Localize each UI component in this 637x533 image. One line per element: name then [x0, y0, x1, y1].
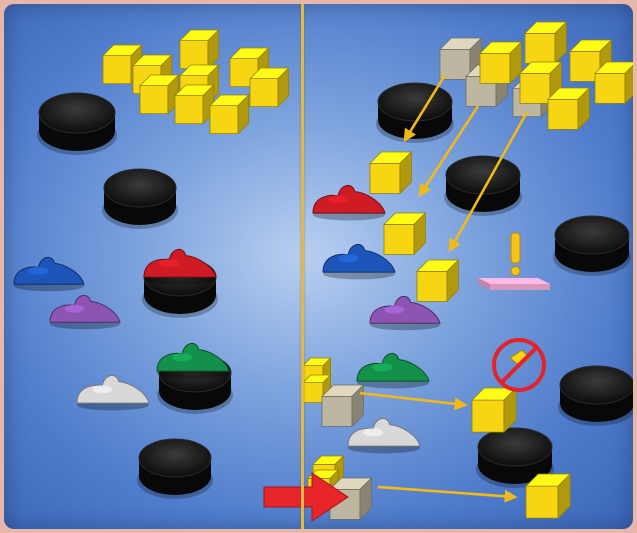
- cheese-cube: [594, 61, 633, 105]
- mouse-green: [156, 343, 230, 379]
- grey-cube: [321, 384, 365, 428]
- cheese-cube: [471, 387, 518, 434]
- puck: [37, 92, 117, 155]
- mouse-red: [143, 249, 217, 285]
- move-arrow: [359, 391, 468, 411]
- puck: [476, 427, 554, 488]
- right-panel: [263, 21, 633, 522]
- cheese-cube: [416, 259, 460, 303]
- red-arrow-icon: [263, 472, 349, 522]
- mouse-blue: [13, 256, 85, 292]
- puck: [558, 365, 633, 426]
- pink-tile: [478, 278, 550, 290]
- cheese-cube: [139, 74, 180, 115]
- move-arrow: [377, 485, 518, 503]
- puck: [102, 168, 178, 229]
- move-arrow: [403, 74, 447, 143]
- mouse-white: [347, 418, 421, 454]
- puck: [376, 82, 454, 143]
- puck: [157, 353, 233, 414]
- cheese-cube: [249, 67, 290, 108]
- cheese-cube: [525, 473, 572, 520]
- mouse-green: [356, 353, 430, 389]
- panel-divider: [301, 4, 304, 529]
- mouse-blue: [322, 244, 396, 280]
- rules-illustration: [4, 4, 633, 529]
- cheese-cube: [209, 94, 250, 135]
- puck: [137, 438, 213, 499]
- cheese-cube: [174, 84, 215, 125]
- cheese-cube: [369, 151, 413, 195]
- prohibited-icon: [492, 338, 546, 392]
- mouse-red: [312, 185, 386, 221]
- cheese-cube: [383, 212, 427, 256]
- puck: [444, 155, 522, 216]
- cheese-cube: [524, 21, 568, 65]
- left-panel: [13, 29, 290, 499]
- mouse-purple: [369, 295, 441, 331]
- move-arrow: [418, 105, 480, 198]
- scene: [13, 21, 633, 522]
- cheese-cube: [179, 29, 220, 70]
- mouse-purple: [49, 294, 121, 330]
- puck: [553, 215, 631, 276]
- cheese-cube: [479, 41, 523, 85]
- move-arrow: [448, 111, 529, 253]
- cheese-cube: [547, 87, 591, 131]
- exclamation-mark-icon: [510, 232, 521, 276]
- mouse-white: [76, 375, 150, 411]
- cheese-cube: [302, 374, 332, 404]
